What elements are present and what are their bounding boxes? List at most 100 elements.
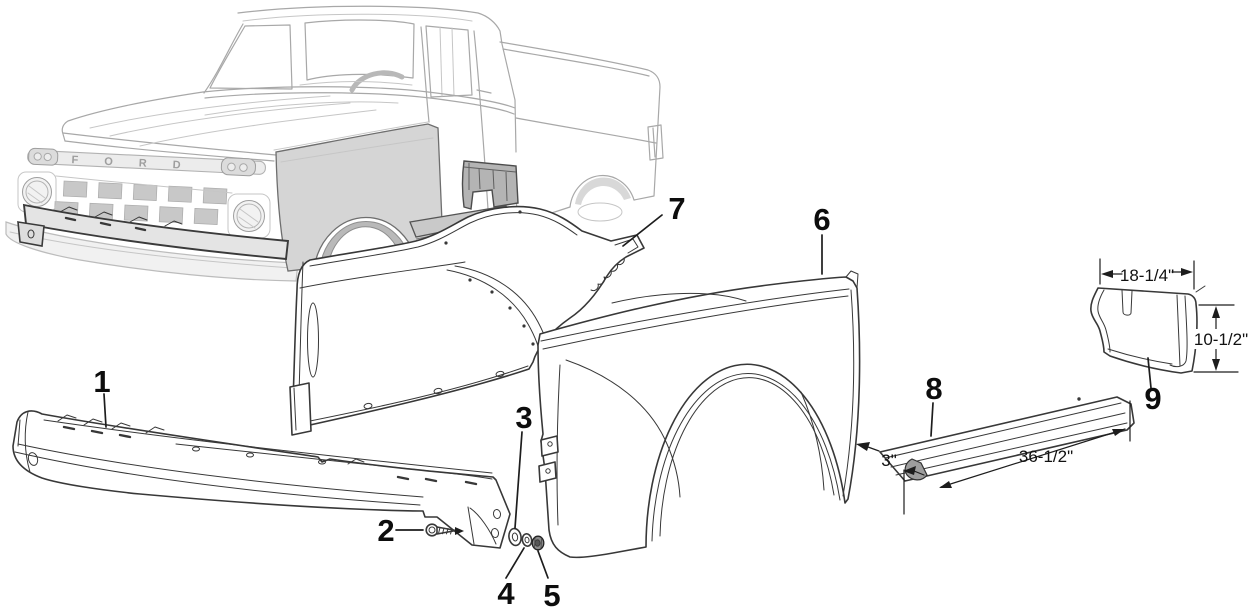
cab-corner-highlight: [461, 160, 519, 210]
screw-threads: [438, 527, 453, 535]
window-divider: [439, 26, 455, 97]
dimension-panel-height: 10-1/2": [1193, 304, 1248, 373]
callout-2: 2: [377, 513, 394, 548]
fender-highlight: [275, 123, 444, 272]
bed-wheel-arch: [569, 174, 635, 208]
screw-tip: [455, 527, 464, 535]
turn-signal-right: [220, 157, 256, 177]
dimension-panel-width: 18-1/4": [1099, 258, 1195, 290]
floor-panel-left-hem: [1097, 289, 1111, 353]
cab-corner-body: [461, 160, 519, 210]
installed-valance-highlight: [22, 203, 290, 261]
fender-mount-brackets: [538, 435, 559, 483]
leader-1: [103, 393, 107, 428]
hood-speed-lines: [89, 95, 399, 147]
valance-outline: [12, 410, 511, 549]
dimension-text-panel-height: 10-1/2": [1194, 330, 1248, 349]
ford-bar: [27, 149, 266, 175]
lock-washer: [521, 533, 533, 547]
part-front-fender: [537, 270, 861, 559]
signal-lens-icon: [33, 152, 42, 161]
screw-head-inner: [428, 526, 436, 534]
headlight-left: [17, 171, 57, 213]
leader-4: [505, 547, 525, 579]
floor-panel-channel: [1169, 294, 1188, 368]
fender-hood-bump: [611, 292, 747, 304]
valance-top-face-line: [43, 419, 493, 474]
a-pillar: [203, 23, 244, 94]
dimension-text-rocker-length: 36-1/2": [1019, 447, 1073, 466]
dimensions: 18-1/4" 10-1/2" 3" 36-1/2": [856, 258, 1248, 515]
valance-right-end: [424, 506, 502, 545]
callout-4: 4: [497, 576, 515, 611]
valance-clip-ticks: [57, 414, 365, 465]
taillight: [647, 124, 664, 161]
valance-slot-marks: [62, 425, 478, 486]
valance-shelf-slots: [192, 446, 326, 465]
leader-7: [622, 214, 663, 247]
floor-panel-bottom-line: [1107, 348, 1173, 365]
fender-rear-inner: [842, 289, 855, 497]
rocker-outline: [879, 396, 1135, 482]
mid-window: [304, 19, 415, 81]
roof-outline: [237, 5, 517, 153]
leader-8: [930, 402, 934, 437]
bed-rail-inner: [502, 48, 650, 77]
leader-5: [537, 550, 549, 579]
callout-1: 1: [93, 364, 110, 399]
ford-badge-text: FORD: [71, 154, 207, 173]
door-window: [425, 25, 473, 98]
hex-nut: [531, 535, 545, 551]
part-washers-nut: [508, 527, 545, 551]
signal-lens-icon: [239, 163, 248, 172]
inner-fender-bottom-flange: [294, 365, 529, 425]
beltline: [202, 86, 516, 115]
floor-panel-top-slot: [1121, 289, 1133, 316]
callout-9: 9: [1144, 381, 1161, 416]
grille-bar: FORD: [27, 147, 266, 177]
callout-3: 3: [515, 400, 532, 435]
valance-shelf-line: [175, 443, 493, 480]
door-front-gap: [420, 26, 430, 123]
hood-left-edge: [61, 91, 204, 142]
part-screw: [425, 523, 464, 537]
floor-panel-corner-tick: [1195, 285, 1206, 293]
fender-top-flange: [540, 288, 850, 350]
fender-front-flare: [565, 359, 681, 498]
wheel-tub-spot-welds: [444, 210, 535, 346]
bed-side-crease: [515, 117, 657, 144]
fender-rear-flare: [800, 391, 825, 491]
front-fender-outline: [537, 276, 861, 559]
callout-8: 8: [925, 371, 942, 406]
inner-fender-scallops: [590, 257, 625, 291]
valance-left-end: [17, 411, 39, 473]
roof-inner-line: [242, 13, 473, 22]
inner-fender-tab-line: [293, 387, 297, 431]
callout-7: 7: [668, 191, 685, 226]
dimension-rocker-length: 36-1/2": [903, 400, 1131, 515]
part-rocker-panel: [879, 396, 1135, 482]
part-valance-panel: [12, 410, 511, 549]
inner-fender-tab: [289, 382, 312, 436]
signal-lens-icon: [43, 152, 52, 162]
floor-panel-outline: [1090, 287, 1198, 374]
rocker-hole: [1077, 397, 1081, 401]
fender-character-line: [280, 137, 434, 163]
bed-arch-shading: [575, 177, 631, 205]
callouts: 1 2 3 4 5 6 7 8 9: [93, 191, 1161, 613]
valance-slot-marks: [64, 216, 147, 232]
dimension-text-panel-width: 18-1/4": [1120, 266, 1174, 285]
flat-washer: [508, 527, 522, 547]
dimension-rocker-end: 3": [856, 442, 925, 476]
inner-fender-top-flange: [309, 212, 578, 267]
windshield: [209, 24, 293, 90]
dimension-text-rocker-end: 3": [881, 451, 897, 470]
signal-lens-icon: [227, 162, 236, 172]
part-floor-panel: [1090, 285, 1206, 374]
inner-fender-flange-holes: [363, 370, 505, 410]
truck-bed: [499, 41, 664, 225]
truck-illustration: FORD: [5, 5, 664, 295]
inner-fender-ridge: [299, 261, 466, 289]
steering-wheel: [349, 70, 405, 93]
